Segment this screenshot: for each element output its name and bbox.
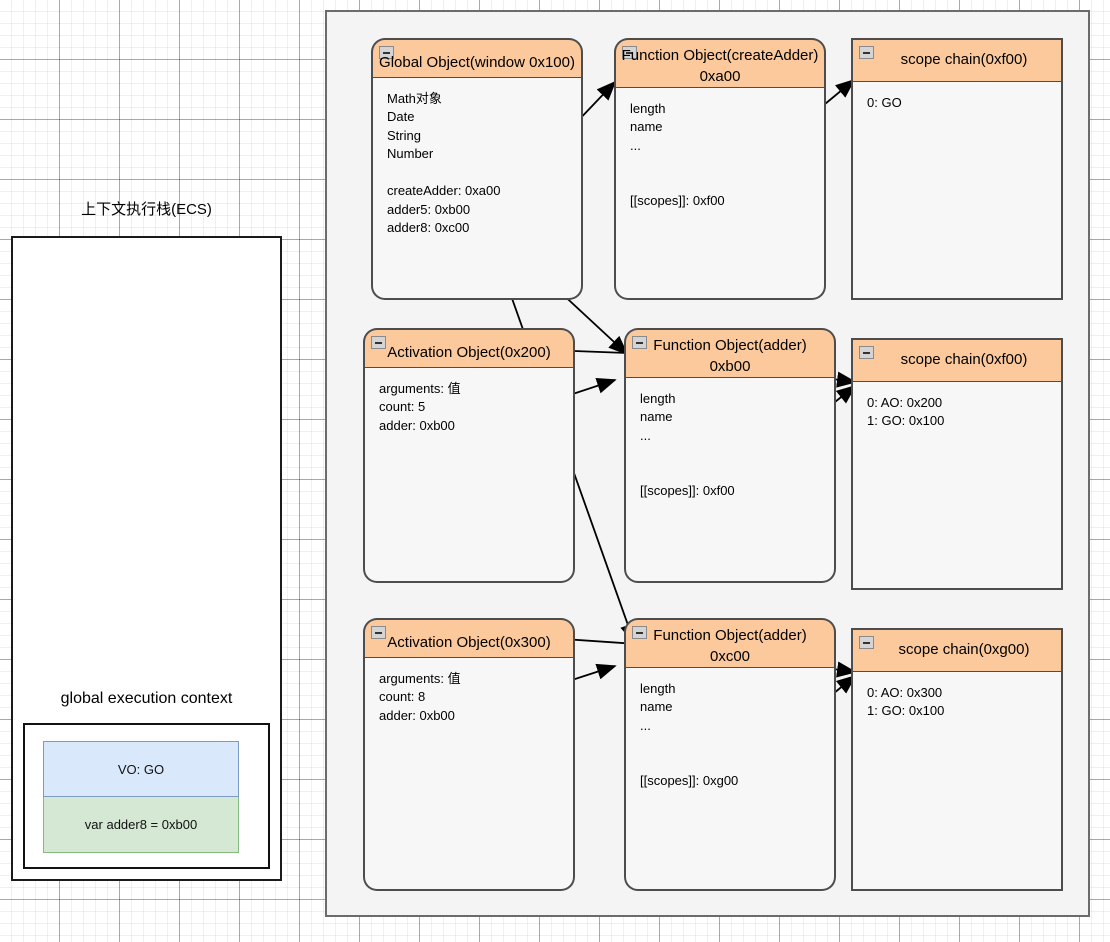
node-scope-chain-g00[interactable]: scope chain(0xg00) 0: AO: 0x300 1: GO: 0… xyxy=(851,628,1063,891)
var-cell: var adder8 = 0xb00 xyxy=(43,797,239,853)
node-body-global-object: Math对象 Date String Number createAdder: 0… xyxy=(371,78,583,300)
execution-context-stack-title: 上下文执行栈(ECS) xyxy=(81,201,212,218)
node-body-scope-chain-f00-mid: 0: AO: 0x200 1: GO: 0x100 xyxy=(851,382,1063,590)
global-execution-context-cells: VO: GO var adder8 = 0xb00 xyxy=(43,741,239,853)
node-header-global-object[interactable]: Global Object(window 0x100) xyxy=(371,38,583,78)
node-title-function-object-createadder-line1: Function Object(createAdder) xyxy=(621,47,819,64)
node-body-scope-chain-f00-top: 0: GO xyxy=(851,82,1063,300)
node-title-function-object-adder-b00-line1: Function Object(adder) xyxy=(653,337,807,354)
node-activation-object-300[interactable]: Activation Object(0x300) arguments: 值 co… xyxy=(363,618,575,891)
minus-icon[interactable] xyxy=(859,46,874,59)
node-title-scope-chain-g00: scope chain(0xg00) xyxy=(898,641,1030,659)
node-header-function-object-adder-b00[interactable]: Function Object(adder) 0xb00 xyxy=(624,328,836,378)
node-header-function-object-createadder[interactable]: Function Object(createAdder) 0xa00 xyxy=(614,38,826,88)
vo-cell: VO: GO xyxy=(43,741,239,797)
node-activation-object-200[interactable]: Activation Object(0x200) arguments: 值 co… xyxy=(363,328,575,583)
node-title-function-object-createadder-line2: 0xa00 xyxy=(699,68,741,85)
minus-icon[interactable] xyxy=(859,636,874,649)
node-title-activation-object-300: Activation Object(0x300) xyxy=(387,634,551,651)
node-title-function-object-adder-c00-line1: Function Object(adder) xyxy=(653,627,807,644)
node-body-activation-object-200: arguments: 值 count: 5 adder: 0xb00 xyxy=(363,368,575,583)
node-header-activation-object-200[interactable]: Activation Object(0x200) xyxy=(363,328,575,368)
diagram-canvas: Global Object(window 0x100) Math对象 Date … xyxy=(325,10,1090,917)
minus-icon[interactable] xyxy=(632,626,647,639)
node-function-object-adder-b00[interactable]: Function Object(adder) 0xb00 length name… xyxy=(624,328,836,583)
node-body-activation-object-300: arguments: 值 count: 8 adder: 0xb00 xyxy=(363,658,575,891)
node-global-object[interactable]: Global Object(window 0x100) Math对象 Date … xyxy=(371,38,583,300)
node-header-function-object-adder-c00[interactable]: Function Object(adder) 0xc00 xyxy=(624,618,836,668)
minus-icon[interactable] xyxy=(859,346,874,359)
node-scope-chain-f00-mid[interactable]: scope chain(0xf00) 0: AO: 0x200 1: GO: 0… xyxy=(851,338,1063,590)
node-body-scope-chain-g00: 0: AO: 0x300 1: GO: 0x100 xyxy=(851,672,1063,891)
minus-icon[interactable] xyxy=(379,46,394,59)
node-header-activation-object-300[interactable]: Activation Object(0x300) xyxy=(363,618,575,658)
minus-icon[interactable] xyxy=(371,626,386,639)
node-body-function-object-createadder: length name ... [[scopes]]: 0xf00 xyxy=(614,88,826,300)
minus-icon[interactable] xyxy=(622,46,637,59)
global-execution-context-frame: VO: GO var adder8 = 0xb00 xyxy=(23,723,270,869)
node-title-scope-chain-f00-mid: scope chain(0xf00) xyxy=(900,351,1028,369)
node-function-object-adder-c00[interactable]: Function Object(adder) 0xc00 length name… xyxy=(624,618,836,891)
node-header-scope-chain-f00-top[interactable]: scope chain(0xf00) xyxy=(851,38,1063,82)
node-title-activation-object-200: Activation Object(0x200) xyxy=(387,344,551,361)
node-header-scope-chain-f00-mid[interactable]: scope chain(0xf00) xyxy=(851,338,1063,382)
node-title-function-object-adder-b00-line2: 0xb00 xyxy=(709,358,751,375)
node-title-scope-chain-f00-top: scope chain(0xf00) xyxy=(900,51,1028,69)
node-body-function-object-adder-b00: length name ... [[scopes]]: 0xf00 xyxy=(624,378,836,583)
node-header-scope-chain-g00[interactable]: scope chain(0xg00) xyxy=(851,628,1063,672)
node-title-global-object: Global Object(window 0x100) xyxy=(379,54,575,71)
node-scope-chain-f00-top[interactable]: scope chain(0xf00) 0: GO xyxy=(851,38,1063,300)
node-body-function-object-adder-c00: length name ... [[scopes]]: 0xg00 xyxy=(624,668,836,891)
minus-icon[interactable] xyxy=(371,336,386,349)
global-execution-context-label: global execution context xyxy=(60,690,233,707)
minus-icon[interactable] xyxy=(632,336,647,349)
node-title-function-object-adder-c00-line2: 0xc00 xyxy=(709,648,751,665)
node-function-object-createadder[interactable]: Function Object(createAdder) 0xa00 lengt… xyxy=(614,38,826,300)
